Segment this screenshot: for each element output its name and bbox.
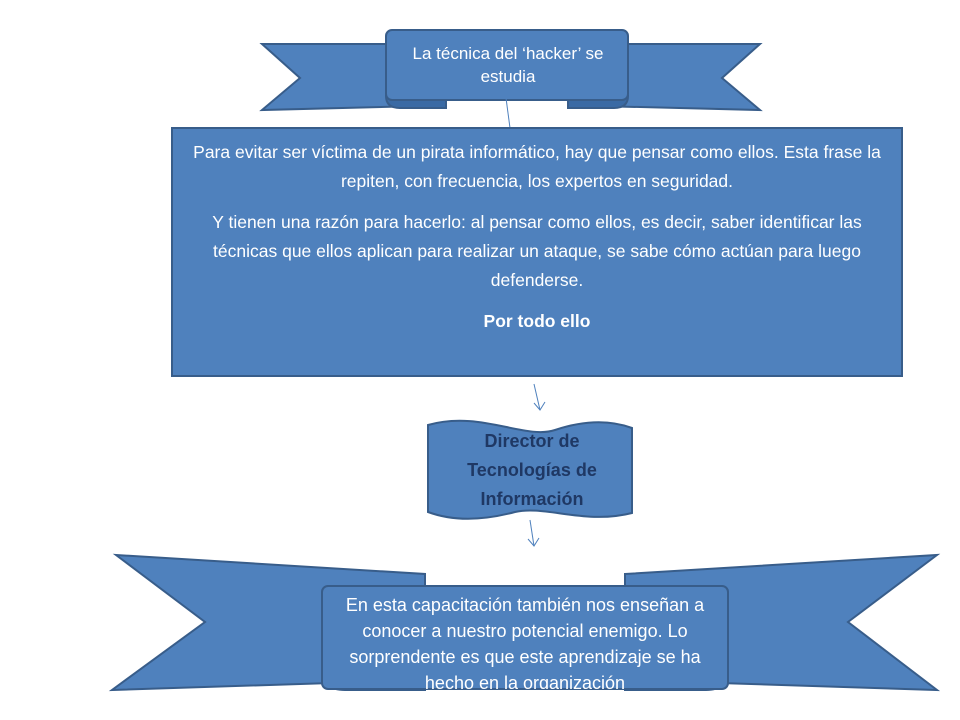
director-wave-box <box>427 419 633 520</box>
main-paragraph-2: Y tienen una razón para hacerlo: al pens… <box>212 212 862 290</box>
bottom-ribbon-banner <box>108 553 941 692</box>
top-ribbon-banner <box>259 29 763 112</box>
connector-main-to-director <box>533 383 541 411</box>
main-content-text: Para evitar ser víctima de un pirata inf… <box>172 128 902 376</box>
bottom-banner-text: En esta capacitación también nos enseñan… <box>345 595 705 689</box>
top-banner-title: La técnica del ‘hacker’ se estudia <box>412 44 604 86</box>
arrowhead-bottom <box>527 537 540 547</box>
connector-title-to-main <box>505 97 511 129</box>
arrowhead-director <box>533 401 546 411</box>
bottom-ribbon-center <box>321 585 729 690</box>
connector-director-to-bottom <box>529 519 535 547</box>
main-overflow-fragment: Por todo ello <box>483 311 591 331</box>
top-ribbon-center <box>385 29 629 101</box>
main-paragraph-1: Para evitar ser víctima de un pirata inf… <box>193 142 881 191</box>
main-content-box <box>171 127 903 377</box>
director-label: Director de Tecnologías de Información <box>467 431 597 509</box>
